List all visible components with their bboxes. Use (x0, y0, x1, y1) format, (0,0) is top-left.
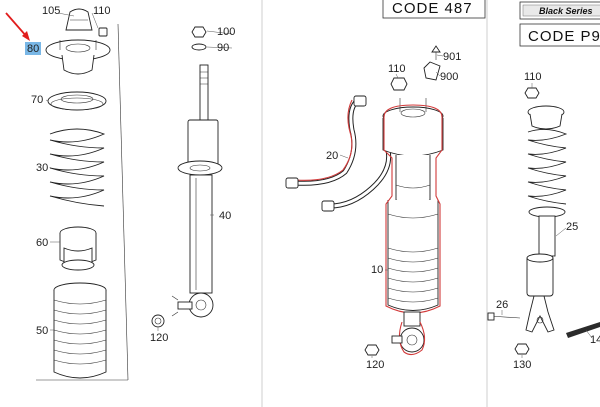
part-105-cap[interactable] (65, 8, 93, 31)
part-70-spring-seat[interactable] (47, 91, 107, 111)
part-130-nut[interactable] (514, 343, 530, 355)
part-120-nut-middle[interactable] (364, 344, 380, 356)
part-10-air-strut[interactable] (382, 98, 444, 356)
callout-120-middle[interactable]: 120 (366, 359, 384, 371)
part-110-nut-middle[interactable] (390, 77, 408, 91)
black-series-text: Black Series (539, 6, 593, 16)
callout-100[interactable]: 100 (217, 26, 235, 38)
part-26-link[interactable] (487, 312, 521, 321)
callout-50[interactable]: 50 (36, 325, 48, 337)
callout-60[interactable]: 60 (36, 237, 48, 249)
part-901[interactable] (431, 45, 441, 60)
callout-40[interactable]: 40 (219, 210, 231, 222)
part-20-air-line[interactable] (285, 95, 392, 212)
code-label-487: CODE 487 (392, 0, 473, 17)
callout-110-left[interactable]: 110 (93, 5, 111, 17)
part-50-dust-boot[interactable] (53, 282, 107, 379)
callout-105[interactable]: 105 (42, 5, 60, 17)
code-label-p99: CODE P99 (528, 28, 600, 45)
callout-80-highlight (25, 42, 41, 55)
part-100-nut[interactable] (191, 26, 207, 38)
red-arrow-icon (5, 12, 30, 41)
callout-901[interactable]: 901 (443, 51, 461, 63)
callout-25[interactable]: 25 (566, 221, 578, 233)
callout-110-middle[interactable]: 110 (388, 63, 406, 75)
callout-120-left[interactable]: 120 (150, 332, 168, 344)
callout-30[interactable]: 30 (36, 162, 48, 174)
middle-panel: CODE 487 (285, 0, 486, 371)
callout-80[interactable]: 80 (27, 43, 39, 55)
part-120-bolt[interactable] (151, 314, 165, 328)
callout-10[interactable]: 10 (371, 264, 383, 276)
callout-70[interactable]: 70 (31, 94, 43, 106)
code-box-p99 (519, 23, 600, 47)
code-box-487 (382, 0, 486, 19)
part-40-shock-absorber[interactable] (171, 64, 223, 318)
part-60-bump-stop[interactable] (59, 226, 97, 271)
left-panel: 105 110 80 100 90 70 30 40 60 50 120 (5, 5, 235, 381)
part-90-washer[interactable] (191, 43, 207, 51)
callout-900[interactable]: 900 (440, 71, 458, 83)
part-14-bolt[interactable] (566, 322, 600, 338)
callout-20[interactable]: 20 (326, 150, 338, 162)
callout-14[interactable]: 14 (590, 334, 600, 346)
right-panel: Black Series CODE P99 (487, 1, 600, 371)
callout-26[interactable]: 26 (496, 299, 508, 311)
part-110-nut[interactable] (98, 27, 108, 37)
part-110-nut-right[interactable] (524, 87, 540, 99)
callout-130[interactable]: 130 (513, 359, 531, 371)
part-30-coil-spring[interactable] (49, 128, 106, 207)
callout-110-right[interactable]: 110 (524, 71, 542, 83)
callout-90[interactable]: 90 (217, 42, 229, 54)
part-900[interactable] (423, 61, 441, 81)
part-25-coilover[interactable] (525, 105, 568, 333)
part-80-upper-mount[interactable] (45, 39, 111, 75)
